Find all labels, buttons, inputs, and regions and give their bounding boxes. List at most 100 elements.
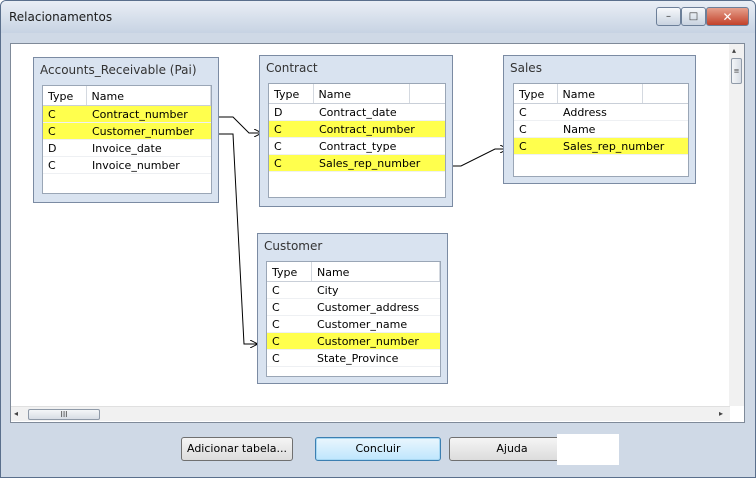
scroll-up-icon[interactable]: ▴ [732,46,737,55]
field-row[interactable]: C Name [514,121,688,138]
table-customer[interactable]: Customer Type Name C City C Customer_add… [257,233,448,384]
field-list[interactable]: Type Name C City C Customer_address C Cu… [266,261,441,377]
help-button[interactable]: Ajuda [449,437,575,461]
field-name: Name [563,123,596,136]
table-title: Contract [266,61,318,75]
field-name: Customer_number [312,333,440,349]
field-name: Contract_date [319,106,397,119]
field-row[interactable]: C City [267,282,440,299]
table-accounts-receivable[interactable]: Accounts_Receivable (Pai) Type Name C Co… [33,57,219,203]
column-header-empty [643,84,688,103]
field-name: Sales_rep_number [558,138,688,154]
column-header-type: Type [269,84,314,103]
field-row[interactable]: C Customer_address [267,299,440,316]
field-list-header: Type Name [269,84,445,104]
field-row[interactable]: C State_Province [267,350,440,367]
field-name: Customer_number [87,123,211,139]
column-header-type: Type [267,262,312,281]
field-row[interactable]: D Invoice_date [43,140,211,157]
field-name: Contract_number [87,106,211,122]
horizontal-scroll-thumb[interactable]: III [28,409,100,420]
relationship-links [211,116,744,422]
field-type: C [48,159,56,172]
field-name: Customer_address [317,301,420,314]
minimize-button[interactable]: – [656,7,681,26]
field-name: Customer_name [317,318,408,331]
field-row[interactable]: C Customer_name [267,316,440,333]
field-row[interactable]: C Contract_number [43,106,211,123]
field-type: C [519,106,527,119]
field-name: Invoice_date [92,142,162,155]
table-sales[interactable]: Sales Type Name C Address C Name C Sales… [503,55,696,184]
field-list-header: Type Name [267,262,440,282]
field-row[interactable]: C Invoice_number [43,157,211,174]
grip-icon: ≡ [733,67,740,75]
field-row[interactable]: C Contract_number [269,121,445,138]
field-name: Address [563,106,607,119]
link-contract-number [211,116,261,133]
field-type: D [274,106,283,119]
field-type: C [519,123,527,136]
field-row[interactable]: C Address [514,104,688,121]
close-button[interactable]: ✕ [706,7,749,26]
link-customer-number [211,133,257,344]
link-sales-rep-number [447,149,507,167]
field-list[interactable]: Type Name C Contract_number C Customer_n… [42,85,212,194]
title-bar[interactable]: Relacionamentos – □ ✕ [1,1,755,33]
field-type: C [267,333,312,349]
field-name: Contract_type [319,140,397,153]
field-type: C [272,352,280,365]
field-list-header: Type Name [43,86,211,106]
blank-area [557,434,619,465]
field-type: D [48,142,57,155]
column-header-name: Name [314,84,411,103]
table-title: Sales [510,61,542,75]
table-title: Customer [264,239,323,253]
column-header-name: Name [312,262,440,281]
field-type: C [43,123,87,139]
finish-button[interactable]: Concluir [315,437,441,461]
field-type: C [272,301,280,314]
field-list[interactable]: Type Name D Contract_date C Contract_num… [268,83,446,198]
maximize-icon: □ [688,11,699,22]
minimize-icon: – [666,11,671,22]
table-title: Accounts_Receivable (Pai) [40,63,197,77]
vertical-scrollbar[interactable]: ▴ ≡ [729,44,744,406]
field-row[interactable]: C Sales_rep_number [514,138,688,155]
field-type: C [269,155,314,171]
grip-icon: III [60,410,68,419]
field-type: C [274,140,282,153]
field-row[interactable]: C Customer_number [267,333,440,350]
field-type: C [43,106,87,122]
field-row[interactable]: D Contract_date [269,104,445,121]
field-name: Invoice_number [92,159,180,172]
scroll-right-icon[interactable]: ▸ [719,409,724,418]
field-type: C [269,121,314,137]
field-name: City [317,284,339,297]
field-list-header: Type Name [514,84,688,104]
field-name: Contract_number [314,121,444,137]
vertical-scroll-thumb[interactable]: ≡ [731,58,742,84]
field-list[interactable]: Type Name C Address C Name C Sales_rep_n… [513,83,689,177]
column-header-name: Name [87,86,211,105]
maximize-button[interactable]: □ [681,7,706,26]
window-title: Relacionamentos [9,10,113,24]
add-table-button[interactable]: Adicionar tabela... [181,437,293,461]
field-row[interactable]: C Sales_rep_number [269,155,445,172]
field-type: C [272,284,280,297]
field-name: State_Province [317,352,399,365]
horizontal-scrollbar[interactable]: ◂ III ▸ [11,406,730,421]
field-name: Sales_rep_number [314,155,444,171]
scroll-left-icon[interactable]: ◂ [14,409,19,418]
table-contract[interactable]: Contract Type Name D Contract_date C Con… [259,55,453,207]
column-header-empty [410,84,445,103]
close-icon: ✕ [722,9,733,24]
field-type: C [272,318,280,331]
field-row[interactable]: C Contract_type [269,138,445,155]
field-type: C [514,138,558,154]
field-row[interactable]: C Customer_number [43,123,211,140]
column-header-name: Name [558,84,643,103]
column-header-type: Type [43,86,87,105]
column-header-type: Type [514,84,558,103]
